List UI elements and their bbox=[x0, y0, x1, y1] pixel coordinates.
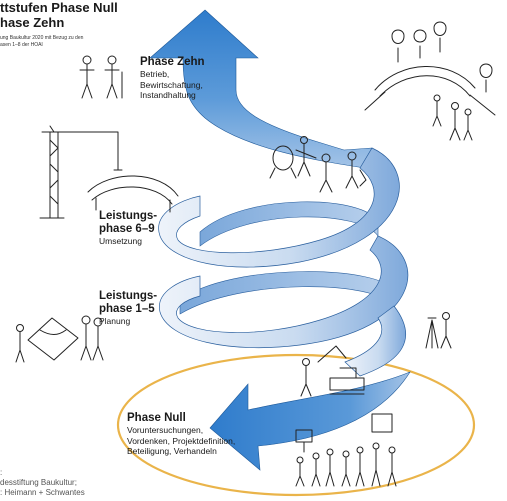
credits-line1: : bbox=[0, 468, 3, 477]
ribbon-band-upper bbox=[158, 147, 400, 268]
surveyors-illustration bbox=[79, 55, 123, 99]
workers-illustration bbox=[269, 136, 367, 193]
phase-zehn-desc-3: Instandhaltung bbox=[140, 90, 196, 100]
diagram-subtitle-line2: asen 1–8 der HOAI bbox=[0, 42, 43, 48]
excavator-illustration bbox=[300, 345, 365, 397]
finished-bridge-illustration bbox=[364, 21, 496, 141]
phase-null-title: Phase Null bbox=[127, 412, 186, 424]
diagram-subtitle-line1: ung Baukultur 2020 mit Bezug zu den bbox=[0, 35, 84, 41]
planning-illustration bbox=[15, 315, 104, 363]
phase-6-9-label: Leistungs- phase 6–9 Umsetzung bbox=[99, 210, 157, 247]
surveyor-tripod-illustration bbox=[425, 312, 452, 349]
diagram-title-line2: hase Zehn bbox=[0, 15, 65, 30]
phase-zehn-title: Phase Zehn bbox=[140, 56, 205, 68]
credits-line3: : Heimann + Schwantes bbox=[0, 488, 85, 497]
phase-null-desc-2: Vordenken, Projektdefinition, bbox=[127, 435, 236, 446]
phase-null-label: Phase Null Voruntersuchungen, Vordenken,… bbox=[127, 412, 235, 457]
phase-1-5-desc: Planung bbox=[99, 316, 131, 326]
phase-1-5-label: Leistungs- phase 1–5 Planung bbox=[99, 290, 157, 327]
phase-6-9-desc: Umsetzung bbox=[99, 236, 142, 246]
phase-null-desc-3: Beteiligung, Verhandeln bbox=[127, 446, 217, 456]
stakeholders-illustration bbox=[295, 413, 397, 487]
phase-null-ellipse bbox=[116, 353, 476, 497]
ribbon-top-arrow bbox=[149, 9, 391, 173]
ribbon-band-lower bbox=[159, 235, 409, 349]
crane-illustration bbox=[39, 125, 179, 219]
phase-zehn-label: Phase Zehn Betrieb, Bewirtschaftung, Ins… bbox=[140, 56, 205, 101]
ribbon-bottom-arrow bbox=[209, 371, 411, 471]
ribbon-tail bbox=[344, 305, 406, 377]
diagram-title-line1: ttstufen Phase Null bbox=[0, 0, 118, 15]
phase-6-9-title-2: phase 6–9 bbox=[99, 223, 155, 235]
phase-null-desc-1: Voruntersuchungen, bbox=[127, 425, 204, 435]
phase-1-5-title-1: Leistungs- bbox=[99, 290, 158, 302]
phase-zehn-desc-1: Betrieb, bbox=[140, 69, 170, 79]
phase-zehn-desc-2: Bewirtschaftung, bbox=[140, 79, 203, 90]
phase-6-9-title-1: Leistungs- bbox=[99, 210, 158, 222]
phase-1-5-title-2: phase 1–5 bbox=[99, 303, 155, 315]
credits-line2: desstiftung Baukultur; bbox=[0, 478, 77, 487]
